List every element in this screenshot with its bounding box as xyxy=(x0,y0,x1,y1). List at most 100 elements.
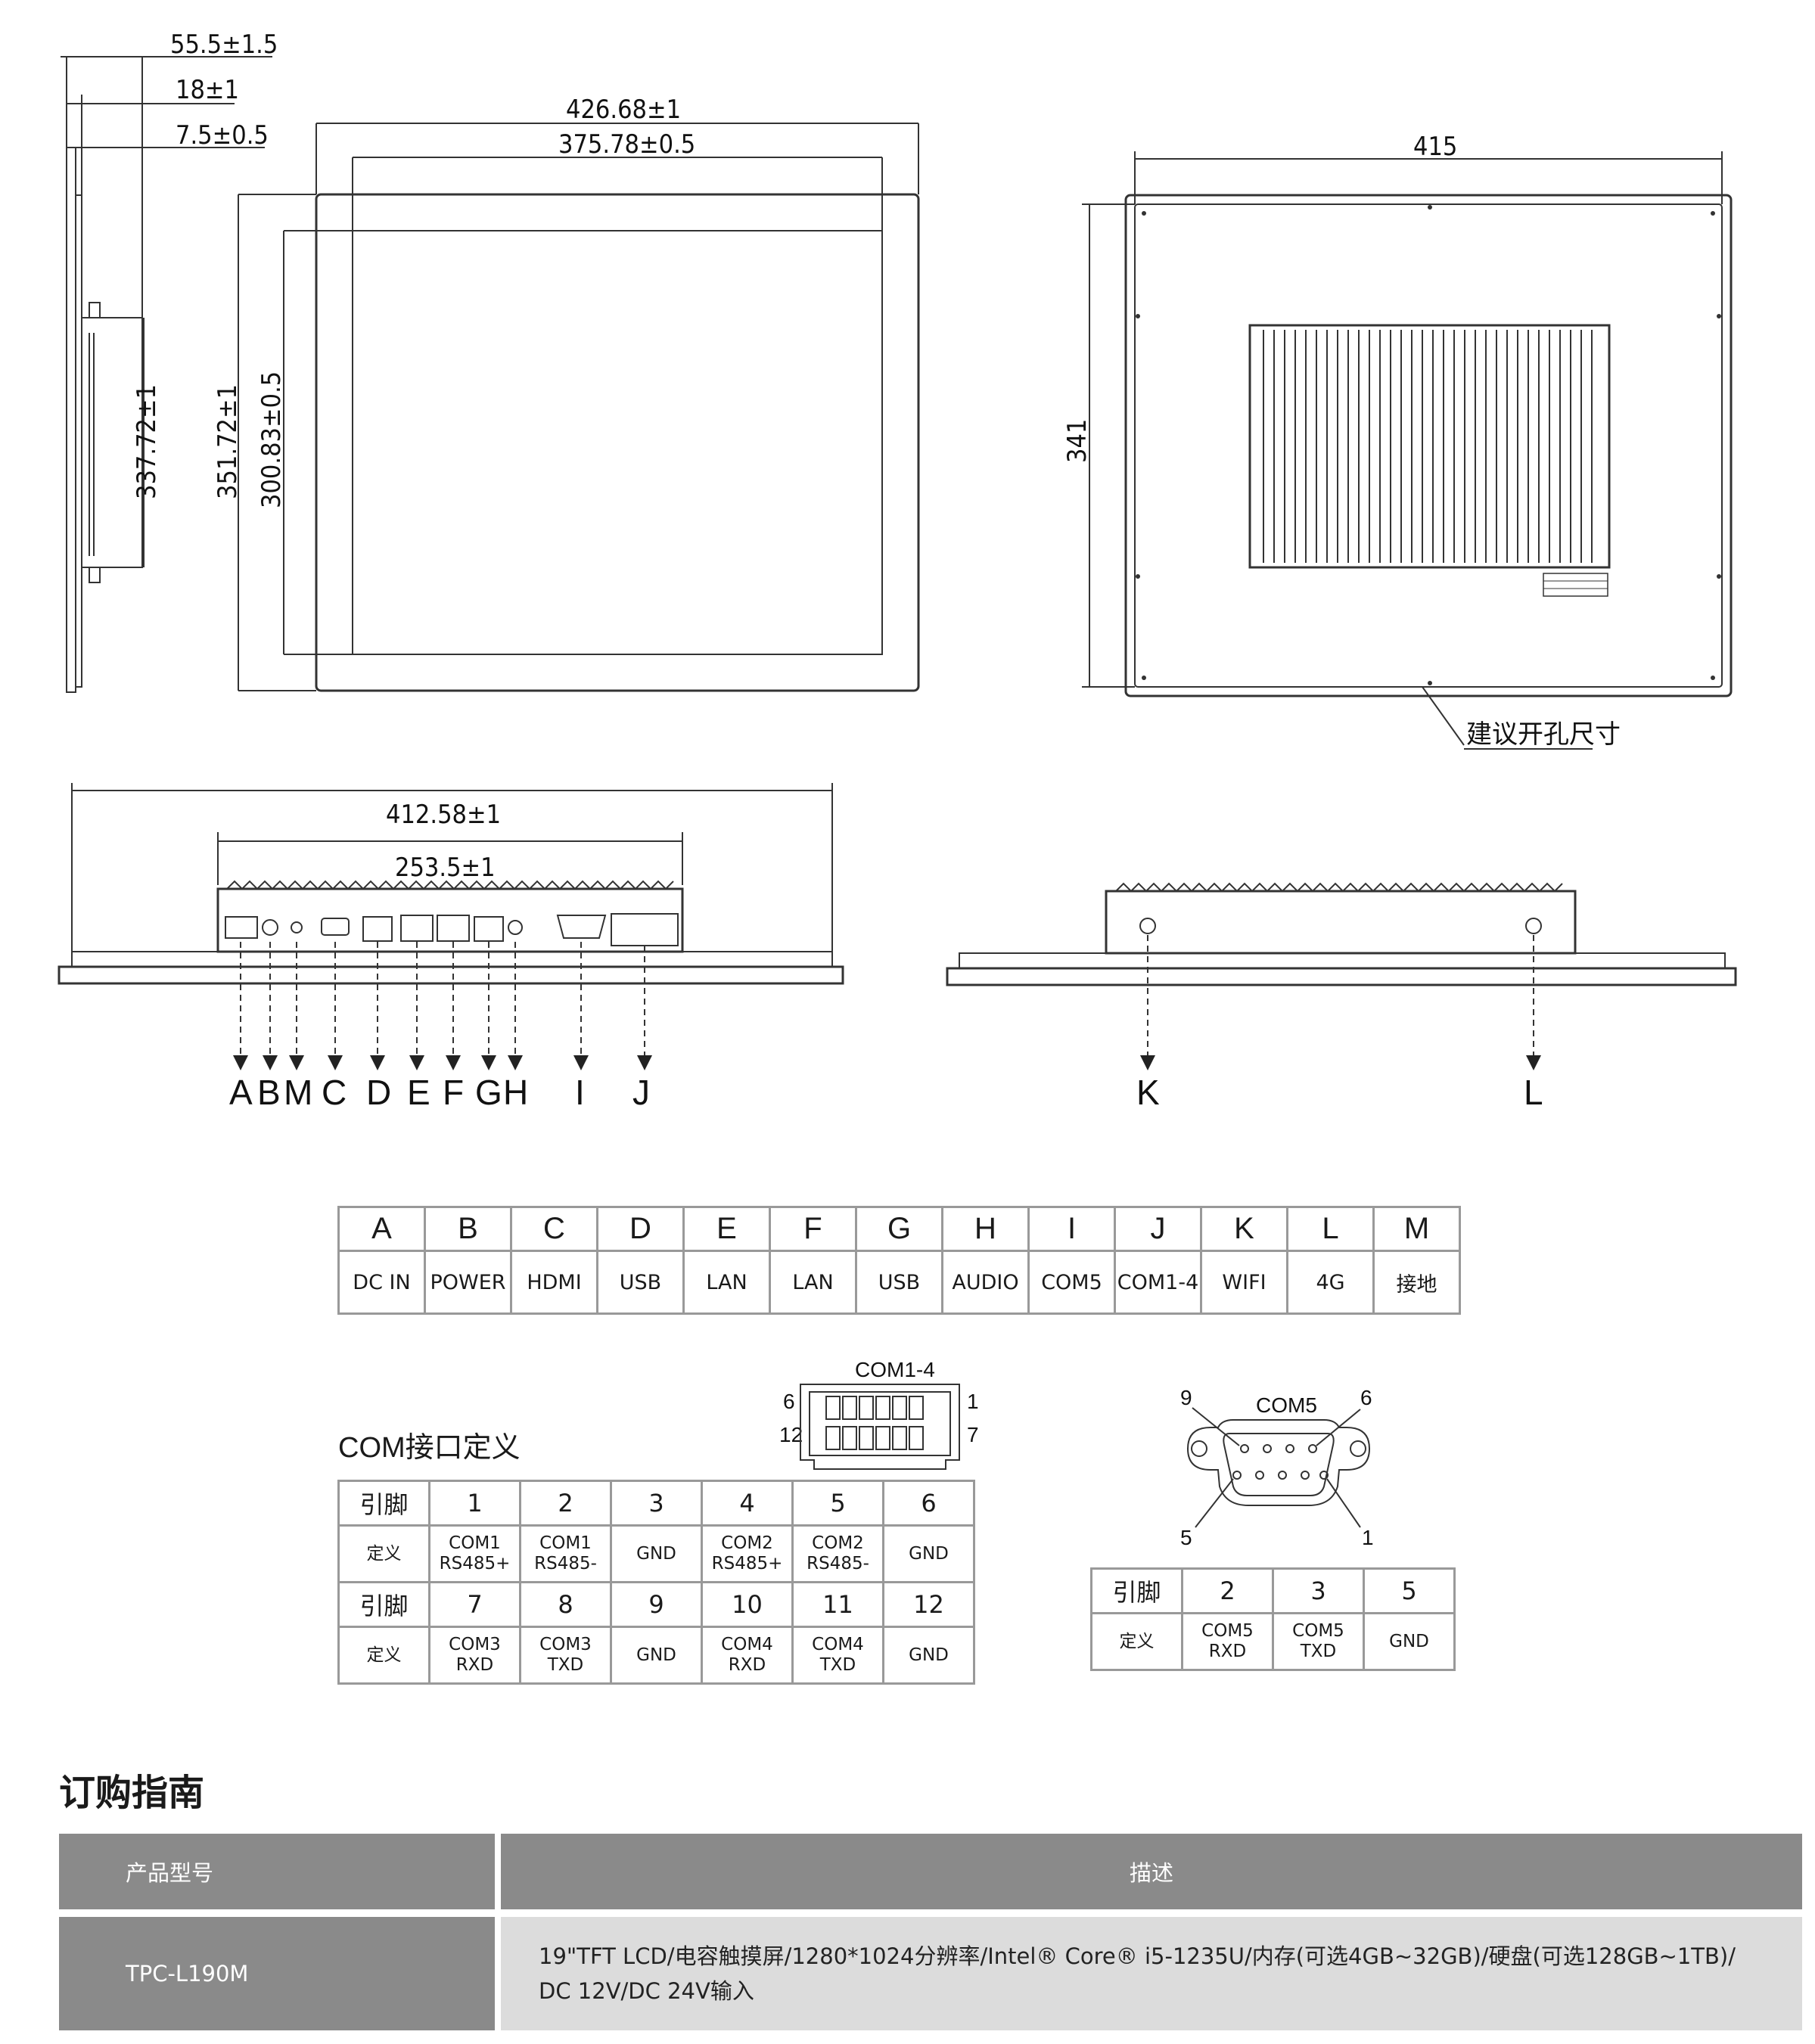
front-view xyxy=(238,123,920,692)
pin-def-line: COM3 xyxy=(539,1635,592,1654)
pin-def-line: GND xyxy=(909,1645,949,1665)
port-letter: F xyxy=(769,1206,857,1252)
callout-f: F xyxy=(443,1073,464,1112)
pin-def-line: GND xyxy=(636,1645,676,1665)
port-name: USB xyxy=(596,1250,685,1315)
desc-cell: 19"TFT LCD/电容触摸屏/1280*1024分辨率/Intel® Cor… xyxy=(501,1917,1802,2030)
mounting-holes xyxy=(1136,205,1721,685)
dim-front-height-view: 300.83±0.5 xyxy=(256,371,287,508)
port-letter: H xyxy=(941,1206,1030,1252)
com14-pin-12: 12 xyxy=(779,1423,803,1446)
com-section-title: COM接口定义 xyxy=(338,1432,521,1464)
desc-line-1: 19"TFT LCD/电容触摸屏/1280*1024分辨率/Intel® Cor… xyxy=(539,1943,1736,1969)
dim-side-depth-total: 55.5±1.5 xyxy=(170,30,278,60)
port-name: AUDIO xyxy=(941,1250,1030,1315)
model-cell: TPC-L190M xyxy=(59,1917,495,2030)
callout-g: G xyxy=(475,1073,502,1112)
pin-def-line: GND xyxy=(636,1543,676,1564)
mechanical-drawing: 55.5±1.5 18±1 7.5±0.5 337.72±1 426.68±1 … xyxy=(57,30,1737,1112)
com14-pin-1: 1 xyxy=(967,1390,979,1413)
pin-def: GND xyxy=(610,1626,703,1685)
port-name: 接地 xyxy=(1372,1250,1461,1315)
callout-c: C xyxy=(322,1073,347,1112)
pin-def-line: GND xyxy=(1389,1631,1429,1651)
back-view xyxy=(1082,151,1733,750)
pin-number: 2 xyxy=(1181,1567,1274,1614)
pin-def-line: RXD xyxy=(1208,1642,1247,1661)
top-view xyxy=(946,882,1737,986)
com14-connector-diagram: COM1-4 6 1 12 7 xyxy=(779,1358,979,1470)
port-name: DC IN xyxy=(337,1250,426,1315)
port-letter: G xyxy=(855,1206,943,1252)
port-name: COM5 xyxy=(1027,1250,1116,1315)
def-header: 定义 xyxy=(1090,1612,1183,1671)
pin-number: 1 xyxy=(428,1480,521,1527)
pin-number: 4 xyxy=(701,1480,794,1527)
callout-lines-top xyxy=(1140,935,1541,1070)
pin-def-line: COM2 xyxy=(812,1533,864,1553)
port-letter-row: A B C D E F G H I J K L M xyxy=(337,1206,1461,1252)
com14-pin-row-1: 引脚 1 2 3 4 5 6 xyxy=(337,1480,975,1527)
pin-def-line: RS485+ xyxy=(711,1554,783,1573)
port-name: HDMI xyxy=(510,1250,598,1315)
callout-i: I xyxy=(575,1073,585,1112)
col-desc-header: 描述 xyxy=(501,1834,1802,1909)
port-name: WIFI xyxy=(1200,1250,1288,1315)
pin-def: GND xyxy=(610,1524,703,1583)
pin-number: 9 xyxy=(610,1581,703,1628)
com5-pin-5: 5 xyxy=(1180,1526,1192,1549)
pin-number: 10 xyxy=(701,1581,794,1628)
port-letter: B xyxy=(424,1206,512,1252)
pin-def-line: RS485+ xyxy=(439,1554,511,1573)
cutout-note: 建议开孔尺寸 xyxy=(1466,719,1621,750)
callout-j: J xyxy=(632,1073,650,1112)
pin-def-line: TXD xyxy=(1300,1642,1337,1661)
callout-e: E xyxy=(407,1073,430,1112)
pin-def-line: COM4 xyxy=(812,1635,864,1654)
dim-front-width-view: 375.78±0.5 xyxy=(558,129,695,160)
pin-number: 7 xyxy=(428,1581,521,1628)
pin-def-line: COM2 xyxy=(721,1533,773,1553)
callout-d: D xyxy=(366,1073,391,1112)
port-name: LAN xyxy=(682,1250,771,1315)
port-letter: D xyxy=(596,1206,685,1252)
pin-number: 6 xyxy=(882,1480,975,1527)
pin-def-line: TXD xyxy=(547,1655,584,1675)
com5-connector-label: COM5 xyxy=(1256,1393,1317,1417)
order-guide-table: 产品型号 描述 TPC-L190M 19"TFT LCD/电容触摸屏/1280*… xyxy=(53,1834,1808,2030)
pin-def-line: COM4 xyxy=(721,1635,773,1654)
callout-l: L xyxy=(1524,1073,1543,1112)
port-letter: A xyxy=(337,1206,426,1252)
com14-pin-6: 6 xyxy=(783,1390,795,1413)
pin-def-line: RS485- xyxy=(534,1554,597,1573)
port-name: POWER xyxy=(424,1250,512,1315)
dim-side-height: 337.72±1 xyxy=(132,384,162,499)
def-header: 定义 xyxy=(337,1626,430,1685)
port-name: 4G xyxy=(1286,1250,1375,1315)
callout-b: B xyxy=(257,1073,281,1112)
com5-pin-1: 1 xyxy=(1362,1526,1374,1549)
port-legend-table: A B C D E F G H I J K L M DC IN POWER HD… xyxy=(337,1206,1461,1315)
dim-back-width: 415 xyxy=(1413,132,1457,162)
col-model-header: 产品型号 xyxy=(59,1834,495,1909)
port-name-row: DC IN POWER HDMI USB LAN LAN USB AUDIO C… xyxy=(337,1250,1461,1315)
dim-side-depth-front: 7.5±0.5 xyxy=(176,120,269,151)
pin-def-line: COM5 xyxy=(1201,1621,1254,1641)
port-name: LAN xyxy=(769,1250,857,1315)
dim-front-height-outer: 351.72±1 xyxy=(213,384,243,499)
port-letter: I xyxy=(1027,1206,1116,1252)
port-letter: C xyxy=(510,1206,598,1252)
callout-letters-bottom: A B M C D E F G H I J xyxy=(229,1073,650,1112)
pin-def-line: RS485- xyxy=(806,1554,869,1573)
pin-def-line: RXD xyxy=(455,1655,494,1675)
